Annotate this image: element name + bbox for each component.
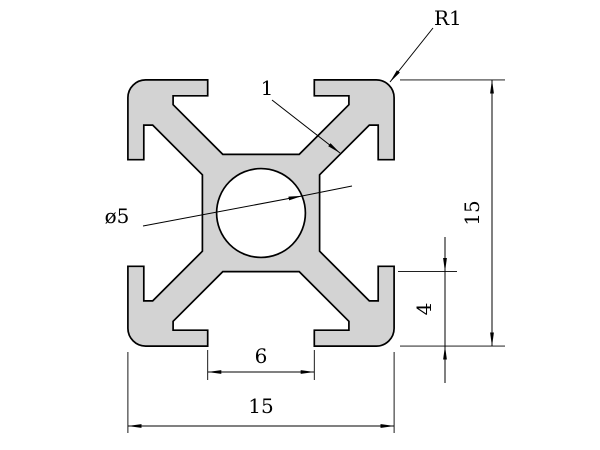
dimension-label-overall-height: 15 [460,200,484,225]
profile-cross-section [127,79,395,347]
leader-corner-radius: R1 [389,6,462,83]
leader-line [142,195,303,227]
leader-line [271,99,341,154]
dimension-slot-opening: 6 [207,344,315,380]
dimension-overall-height: 15 [400,79,505,347]
dimension-label-bore-diameter: ø5 [105,204,130,228]
dimension-label-wall-thickness: 1 [261,76,274,100]
dimension-label-slot-opening: 6 [255,344,268,368]
leader-wall-thickness: 1 [261,76,341,154]
leader-bore-diameter: ø5 [105,185,353,228]
dimension-label-slot-depth: 4 [412,303,436,316]
dimension-slot-depth: 4 [398,237,457,383]
leader-line-tail [301,185,353,197]
dimension-overall-width: 15 [127,352,395,433]
leader-line [389,27,434,83]
dimension-label-overall-width: 15 [248,394,273,418]
dimension-label-corner-radius: R1 [434,6,462,30]
